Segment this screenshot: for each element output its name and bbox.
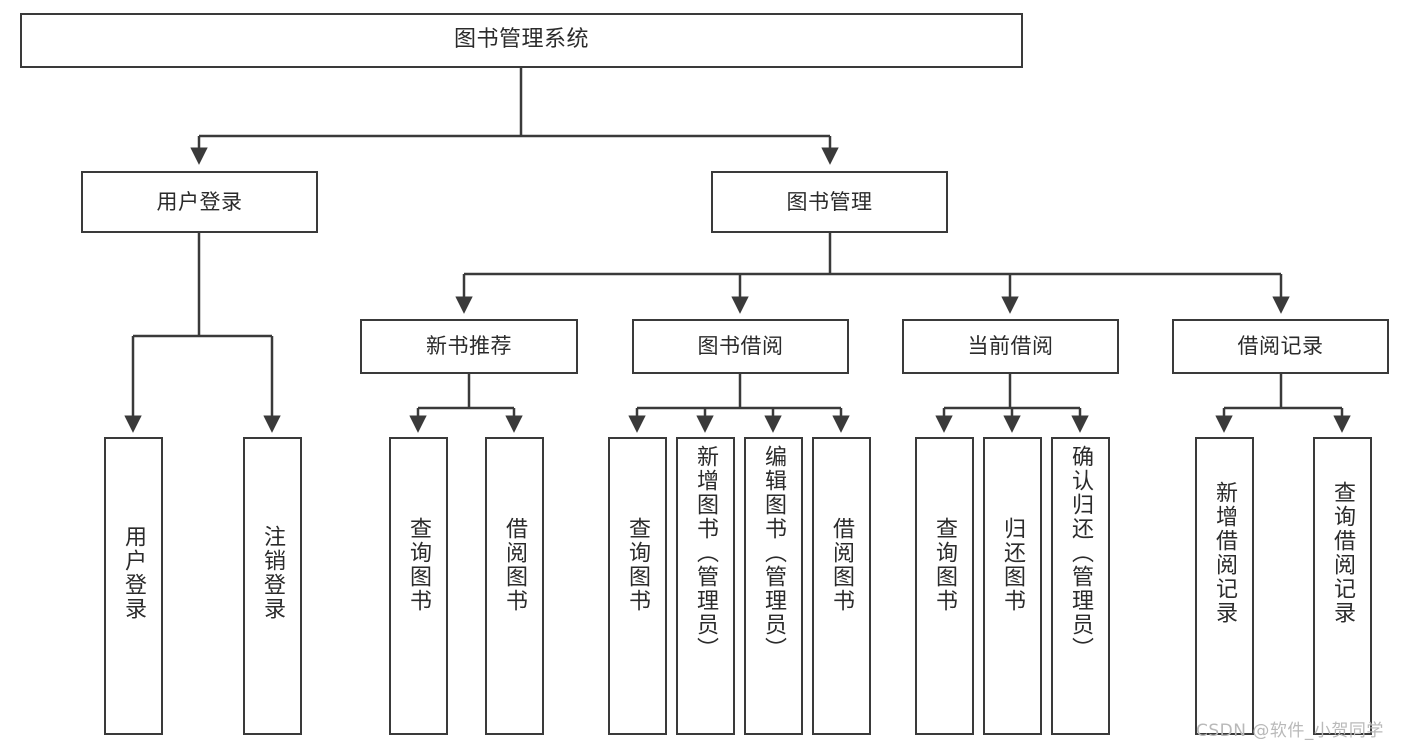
leaf-query-book-3[interactable]: 查询图书: [915, 437, 974, 735]
node-new-book-rec-label: 新书推荐: [426, 334, 512, 359]
leaf-borrow-book-1[interactable]: 借阅图书: [485, 437, 544, 735]
leaf-return-book-label: 归还图书: [1000, 517, 1026, 613]
leaf-logout[interactable]: 注销登录: [243, 437, 302, 735]
node-book-borrow-label: 图书借阅: [697, 334, 784, 359]
node-root-label: 图书管理系统: [453, 27, 589, 53]
leaf-query-book-1-label: 查询图书: [406, 517, 432, 613]
leaf-confirm-return-label: 确认归还（管理员）: [1068, 445, 1094, 661]
leaf-add-record[interactable]: 新增借阅记录: [1195, 437, 1254, 735]
leaf-borrow-book-2-label: 借阅图书: [829, 517, 855, 613]
leaf-edit-book[interactable]: 编辑图书（管理员）: [744, 437, 803, 735]
node-borrow-record[interactable]: 借阅记录: [1172, 319, 1389, 374]
leaf-user-login[interactable]: 用户登录: [104, 437, 163, 735]
node-new-book-rec[interactable]: 新书推荐: [360, 319, 578, 374]
leaf-edit-book-label: 编辑图书（管理员）: [761, 445, 787, 661]
leaf-confirm-return[interactable]: 确认归还（管理员）: [1051, 437, 1110, 735]
watermark: CSDN @软件_小贺同学: [1196, 721, 1384, 741]
node-book-manage[interactable]: 图书管理: [711, 171, 948, 233]
leaf-query-book-2[interactable]: 查询图书: [608, 437, 667, 735]
leaf-add-record-label: 新增借阅记录: [1212, 481, 1238, 625]
leaf-user-login-label: 用户登录: [121, 525, 147, 621]
node-current-borrow[interactable]: 当前借阅: [902, 319, 1119, 374]
leaf-query-book-1[interactable]: 查询图书: [389, 437, 448, 735]
node-borrow-record-label: 借阅记录: [1237, 334, 1324, 359]
leaf-add-book[interactable]: 新增图书（管理员）: [676, 437, 735, 735]
leaf-logout-label: 注销登录: [260, 525, 286, 621]
node-user-login[interactable]: 用户登录: [81, 171, 318, 233]
leaf-query-book-2-label: 查询图书: [625, 517, 651, 613]
leaf-query-book-3-label: 查询图书: [932, 517, 958, 613]
leaf-return-book[interactable]: 归还图书: [983, 437, 1042, 735]
leaf-query-record-label: 查询借阅记录: [1330, 481, 1356, 625]
node-user-login-label: 用户登录: [156, 189, 243, 214]
node-book-borrow[interactable]: 图书借阅: [632, 319, 849, 374]
leaf-query-record[interactable]: 查询借阅记录: [1313, 437, 1372, 735]
node-current-borrow-label: 当前借阅: [967, 334, 1054, 359]
node-root[interactable]: 图书管理系统: [20, 13, 1023, 68]
leaf-borrow-book-2[interactable]: 借阅图书: [812, 437, 871, 735]
node-book-manage-label: 图书管理: [786, 189, 873, 214]
leaf-add-book-label: 新增图书（管理员）: [693, 445, 719, 661]
leaf-borrow-book-1-label: 借阅图书: [502, 517, 528, 613]
